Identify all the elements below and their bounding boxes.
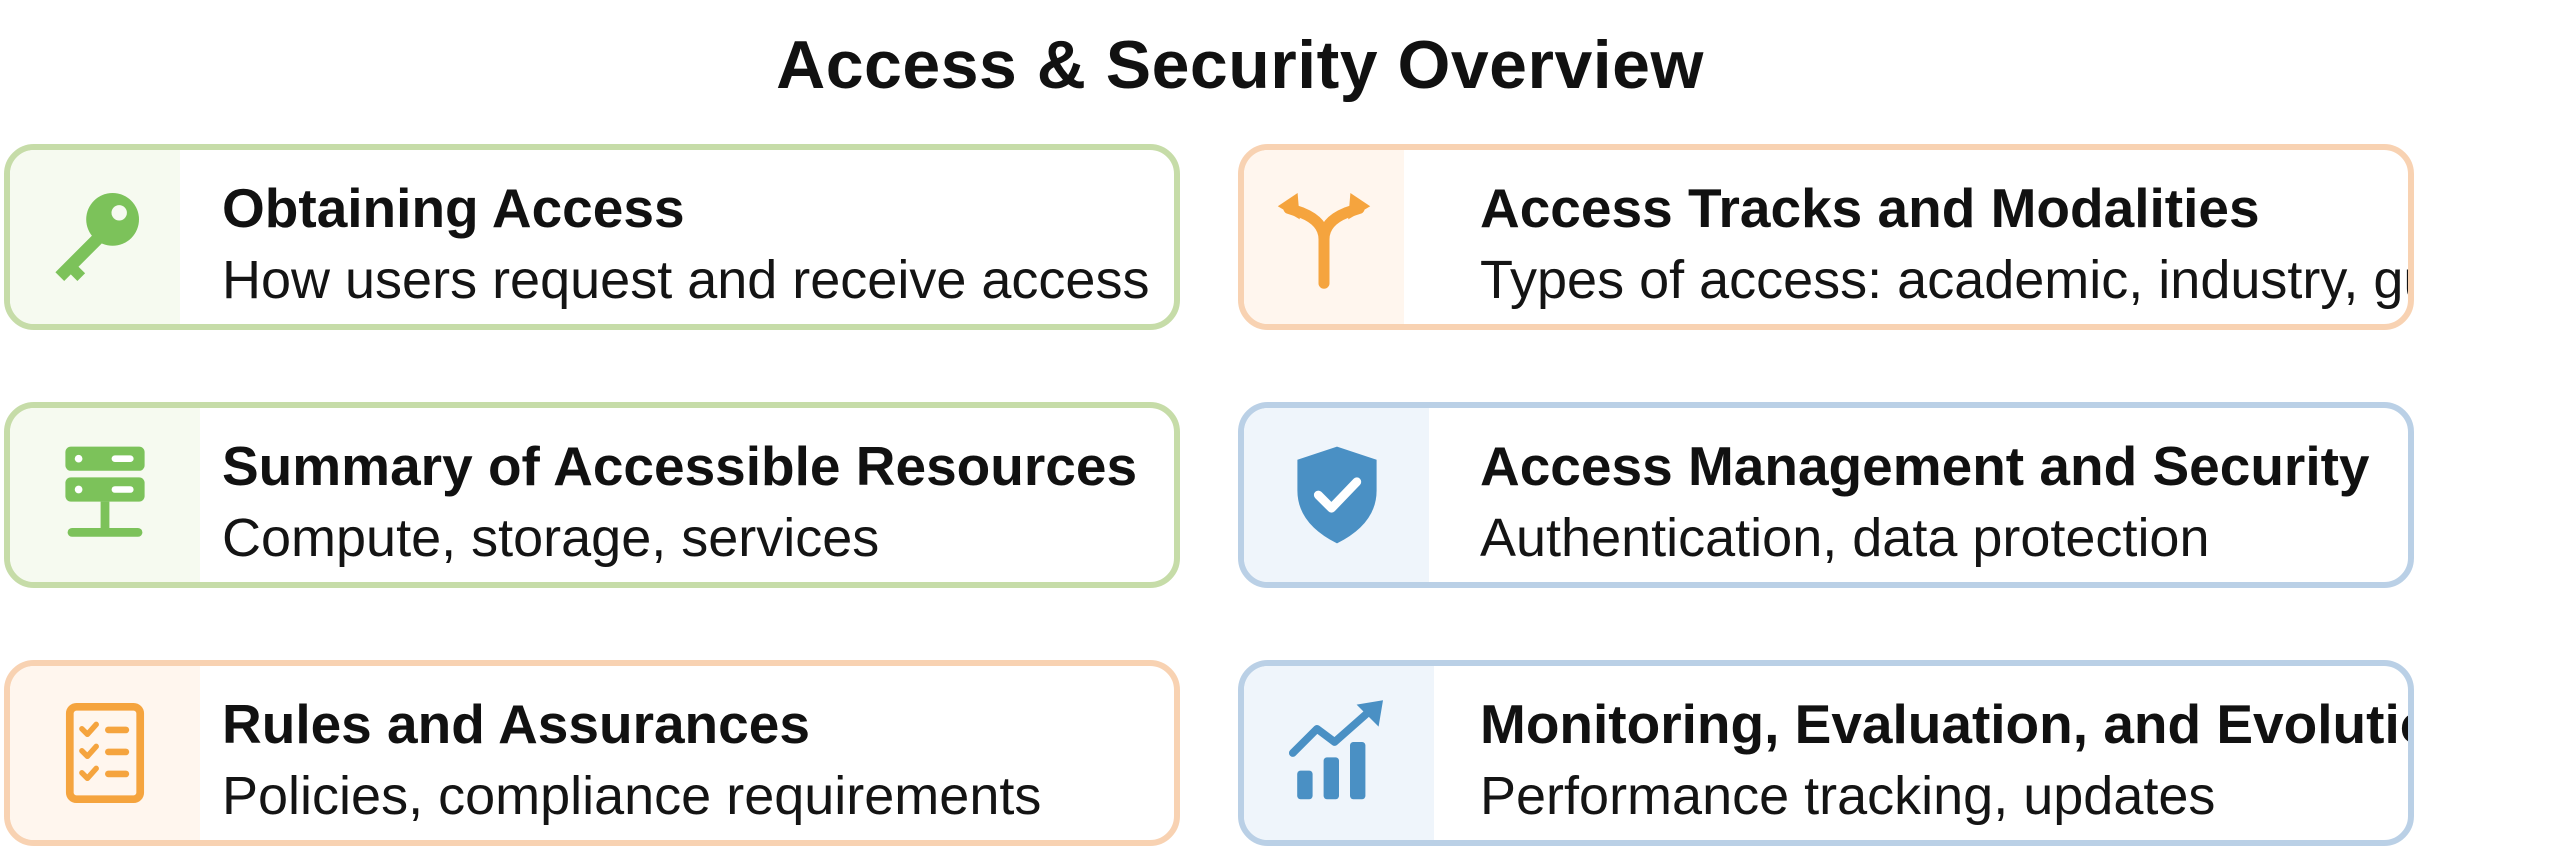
card-title: Summary of Accessible Resources (222, 435, 1138, 497)
server-icon (65, 446, 145, 537)
trend-chart-icon (1288, 700, 1383, 800)
card-title: Obtaining Access (222, 177, 685, 239)
card-subtitle: Performance tracking, updates (1480, 766, 2216, 826)
card-icon-area (10, 408, 200, 582)
card-subtitle: How users request and receive access (222, 250, 1150, 310)
card-title: Monitoring, Evaluation, and Evolution (1480, 693, 2414, 755)
card-access-tracks: Access Tracks and Modalities Types of ac… (1238, 144, 2414, 330)
card-access-management: Access Management and Security Authentic… (1238, 402, 2414, 588)
card-subtitle: Authentication, data protection (1480, 508, 2210, 568)
fork-arrow-icon (1277, 193, 1371, 289)
card-icon-area (10, 666, 200, 840)
card-icon-area (10, 150, 180, 324)
card-icon-area (1244, 150, 1404, 324)
card-monitoring: Monitoring, Evaluation, and Evolution Pe… (1238, 660, 2414, 846)
card-obtaining-access: Obtaining Access How users request and r… (4, 144, 1180, 330)
card-subtitle: Types of access: academic, industry, gue… (1480, 250, 2414, 310)
card-title: Access Management and Security (1480, 435, 2370, 497)
card-rules-assurances: Rules and Assurances Policies, complianc… (4, 660, 1180, 846)
card-subtitle: Compute, storage, services (222, 508, 880, 568)
checklist-icon (65, 702, 145, 804)
page-title: Access & Security Overview (776, 27, 1704, 103)
card-accessible-resources: Summary of Accessible Resources Compute,… (4, 402, 1180, 588)
card-icon-area (1244, 408, 1429, 582)
card-subtitle: Policies, compliance requirements (222, 766, 1042, 826)
card-icon-area (1244, 666, 1434, 840)
key-icon (55, 193, 139, 281)
card-title: Access Tracks and Modalities (1480, 177, 2260, 239)
card-title: Rules and Assurances (222, 693, 810, 755)
shield-check-icon (1296, 446, 1377, 544)
